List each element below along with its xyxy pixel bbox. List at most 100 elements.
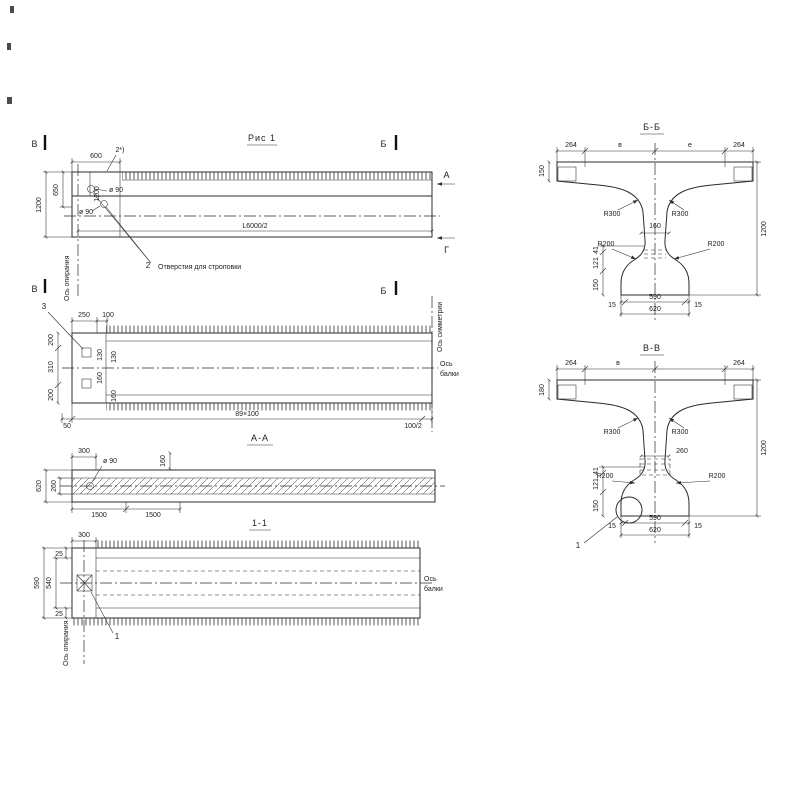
dim-41-bb: 41	[593, 246, 600, 254]
dim-150-bulb-bb: 150	[593, 279, 600, 291]
dim-150-flange-bb: 150	[539, 165, 546, 177]
dim-264-right-bb: 264	[733, 142, 745, 149]
dim-15-right-bb: 15	[694, 302, 702, 309]
dim-15-left-bb: 15	[608, 302, 616, 309]
beam-axis-label-1: Ось	[440, 361, 453, 368]
dim-590-bb: 590	[649, 294, 661, 301]
dim-121-bb: 121	[593, 257, 600, 269]
cut-marker-v-bottom: В	[31, 284, 38, 294]
dim-310: 310	[48, 361, 55, 373]
bb-end-plate-left	[557, 166, 577, 182]
cut-marker-b-top: Б	[381, 139, 388, 149]
callout-1-vv: 1	[576, 541, 581, 550]
dim-1500b: 1500	[145, 512, 161, 519]
dim-1200-bb: 1200	[761, 221, 768, 237]
section-11-title: 1-1	[252, 518, 268, 528]
dim-260-web-vv: 260	[676, 448, 688, 455]
s11-anchor-detail	[76, 574, 93, 592]
plan-view: 250 100 130 160 130 160 200 310 200 50 8…	[42, 296, 459, 432]
figure-title: Рис 1	[248, 133, 276, 143]
dim-dia90-aa: ø 90	[103, 458, 117, 465]
view-arrow-a: А	[443, 170, 450, 180]
callout-1-s11: 1	[115, 632, 120, 641]
dim-160b: 160	[111, 390, 118, 402]
section-11-view: 1-1 300 25 540 590 25	[34, 518, 443, 666]
section-vv-view: В-В 264 в 264 180 R300 R300	[539, 343, 768, 550]
s11-beam-axis-label-2: балки	[424, 585, 443, 593]
dim-1200-inner: 1200	[94, 186, 101, 202]
dim-100: 100	[102, 312, 114, 319]
sling-holes-note: Отверстия для строповки	[158, 264, 241, 271]
section-bb-title: Б-Б	[643, 122, 661, 132]
dim-50: 50	[63, 423, 71, 430]
dim-15-left-vv: 15	[608, 523, 616, 530]
dim-650: 650	[53, 184, 60, 196]
view-direction-arrows: А Г	[437, 170, 455, 255]
s11-top-comb	[96, 540, 420, 548]
dim-130b: 130	[111, 351, 118, 363]
dim-590-11: 590	[34, 577, 41, 589]
elevation-dimensions: 600 2*) 650 1200 1200 ø 90 ø 90 L6000/2	[36, 147, 434, 239]
note-2-star: 2*)	[116, 147, 125, 154]
dim-r200-left-bb: R200	[598, 241, 615, 248]
beam-axis-label-2: балки	[440, 370, 459, 378]
symmetry-axis-label: Ось симметрии	[437, 302, 444, 352]
vv-end-plate-left	[557, 384, 577, 400]
support-axis-label: Ось опирания	[64, 255, 71, 301]
dim-620-aa: 620	[36, 480, 43, 492]
dim-260-aa: 260	[51, 480, 58, 492]
dim-250: 250	[78, 312, 90, 319]
dim-r200-right-vv: R200	[709, 473, 726, 480]
dim-v-vv: в	[616, 360, 620, 367]
dim-15-right-vv: 15	[694, 523, 702, 530]
aa-left-dimensions: 620 260	[36, 468, 72, 504]
dim-264-left-bb: 264	[565, 142, 577, 149]
callout-3: 3	[42, 302, 47, 311]
cut-marker-v-top: В	[31, 139, 38, 149]
sling-hole-top	[87, 185, 95, 193]
dim-264-left-vv: 264	[565, 360, 577, 367]
dim-e-bb: е	[688, 142, 692, 149]
bb-end-plate-right	[733, 166, 753, 182]
vv-detail-circle	[615, 496, 643, 524]
s11-bottom-comb	[72, 618, 420, 626]
section-vv-title: В-В	[643, 343, 661, 353]
vv-end-plate-right	[733, 384, 753, 400]
plan-hole-bottom	[81, 378, 92, 389]
section-cut-markers: В Б В Б	[31, 135, 398, 296]
dim-length: L6000/2	[242, 223, 267, 230]
beam-elevation-outline	[64, 164, 440, 298]
dim-620-bb: 620	[649, 306, 661, 313]
dim-150-bulb-vv: 150	[593, 500, 600, 512]
dim-r300-right-bb: R300	[672, 211, 689, 218]
dim-dia90-bottom: ø 90	[79, 209, 93, 216]
sling-hole-bottom	[100, 200, 108, 208]
dim-160a: 160	[97, 372, 104, 384]
dim-25-bottom: 25	[55, 611, 63, 618]
bb-annotations: 150 R300 R300 160 R200 R200 41 121 150 1…	[539, 160, 768, 317]
dim-180-flange-vv: 180	[539, 384, 546, 396]
dim-41-vv: 41	[593, 467, 600, 475]
elevation-view: Рис 1 В Б В Б 600	[31, 133, 455, 301]
view-arrow-g: Г	[444, 245, 450, 255]
dim-121-vv: 121	[593, 478, 600, 490]
s11-left-dimensions: 25 540 590 25	[34, 546, 72, 620]
dim-v-bb: в	[618, 142, 622, 149]
s11-beam-axis-label-1: Ось	[424, 576, 437, 583]
dim-540: 540	[46, 577, 53, 589]
dim-1200-left: 1200	[36, 197, 43, 213]
plan-bottom-comb	[106, 403, 432, 411]
sling-holes-callout: 2 Отверстия для строповки	[92, 192, 241, 271]
vv-annotations: 180 R300 R300 260 R200 R200 41 121 150 1…	[539, 378, 768, 538]
hatched-web-band	[72, 478, 435, 494]
dim-r200-right-bb: R200	[708, 241, 725, 248]
dim-89x100: 89×100	[235, 411, 259, 418]
scan-artifacts	[7, 6, 14, 104]
section-aa-view: А-А 300 ø 90 160 620 260	[36, 433, 445, 519]
dim-300-aa: 300	[78, 448, 90, 455]
dim-200a: 200	[48, 334, 55, 346]
dim-100-2: 100/2	[404, 423, 422, 430]
dim-160-aa: 160	[160, 455, 167, 467]
